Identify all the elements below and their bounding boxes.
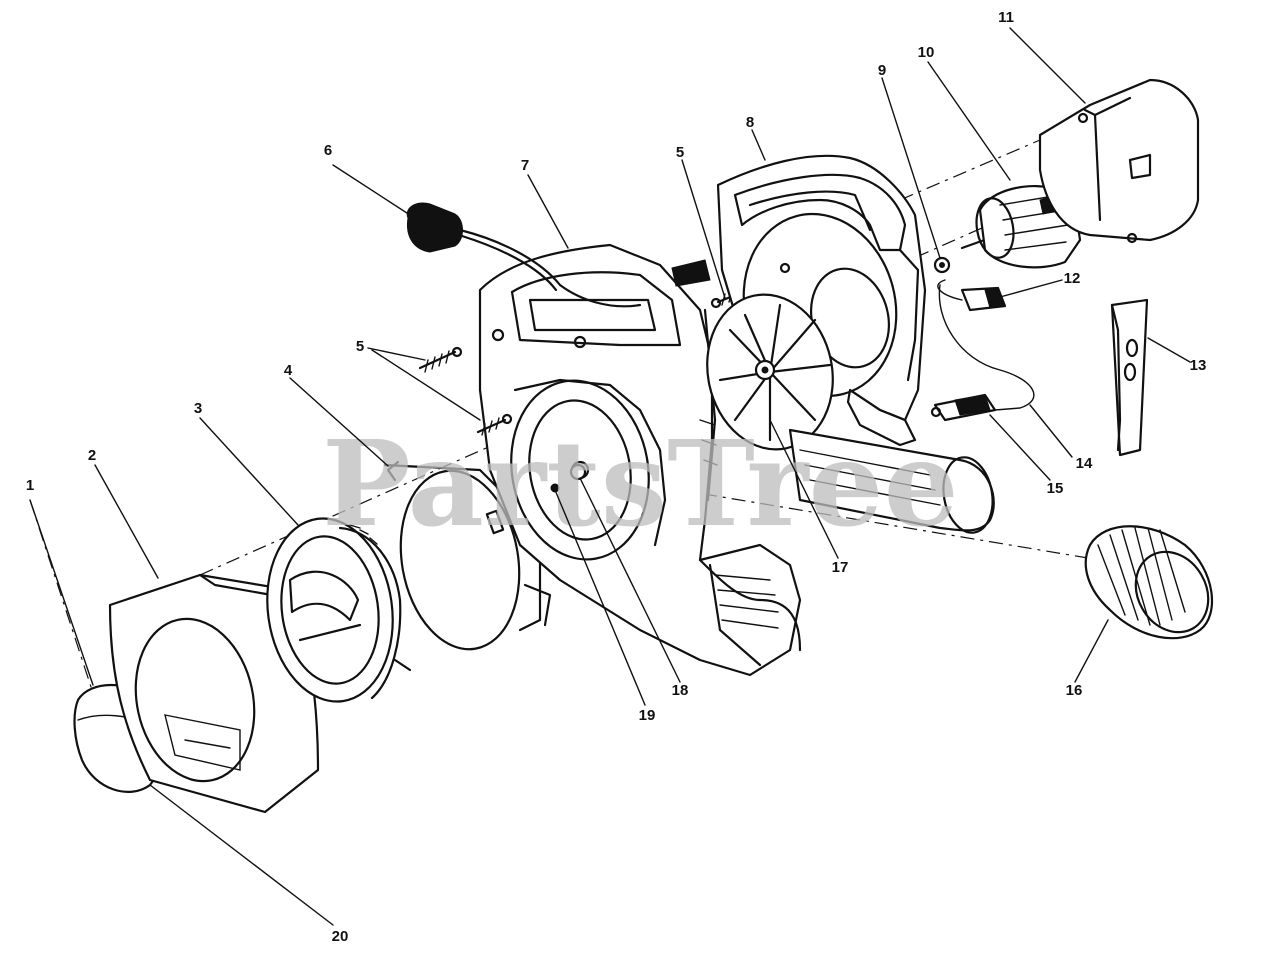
callout-4: 4 — [284, 362, 293, 379]
part-14-wire — [938, 284, 1035, 411]
callout-9: 9 — [878, 62, 886, 79]
callout-7: 7 — [521, 157, 529, 174]
screw-middle — [476, 413, 513, 436]
callout-12: 12 — [1064, 270, 1081, 287]
callout-8: 8 — [746, 114, 754, 131]
callout-15: 15 — [1047, 480, 1064, 497]
callout-13: 13 — [1190, 357, 1207, 374]
callout-14: 14 — [1076, 455, 1093, 472]
part-15-switch — [930, 393, 997, 422]
part-9-washer — [933, 256, 951, 274]
callout-labels: 1 2 3 4 5 5 6 7 8 9 10 11 12 13 14 15 16… — [26, 9, 1207, 945]
callout-18: 18 — [672, 682, 689, 699]
callout-17: 17 — [832, 559, 849, 576]
callout-19: 19 — [639, 707, 656, 724]
part-13-clip — [1110, 298, 1149, 457]
callout-20: 20 — [332, 928, 349, 945]
screw-upper — [418, 346, 463, 373]
callout-10: 10 — [918, 44, 935, 61]
part-16-nozzle-cap — [1084, 525, 1214, 640]
part-11-motor-cover — [1038, 78, 1200, 244]
callout-6: 6 — [324, 142, 332, 159]
callout-2: 2 — [88, 447, 96, 464]
part-17-impeller — [706, 293, 834, 451]
callout-leaders — [29, 27, 1191, 926]
callout-5a: 5 — [356, 338, 364, 355]
watermark: PartsTree — [322, 414, 959, 553]
callout-11: 11 — [998, 9, 1014, 26]
part-3-inlet-ring — [266, 517, 402, 703]
callout-1: 1 — [26, 477, 34, 494]
callout-16: 16 — [1066, 682, 1083, 699]
blower-tube — [788, 428, 995, 534]
part-2-front-cover — [108, 573, 320, 814]
callout-5b: 5 — [676, 144, 684, 161]
part-18-19-hub-details — [550, 463, 587, 493]
callout-3: 3 — [194, 400, 202, 417]
part-6-power-cord — [406, 202, 711, 308]
part-12-connector — [937, 279, 1007, 312]
